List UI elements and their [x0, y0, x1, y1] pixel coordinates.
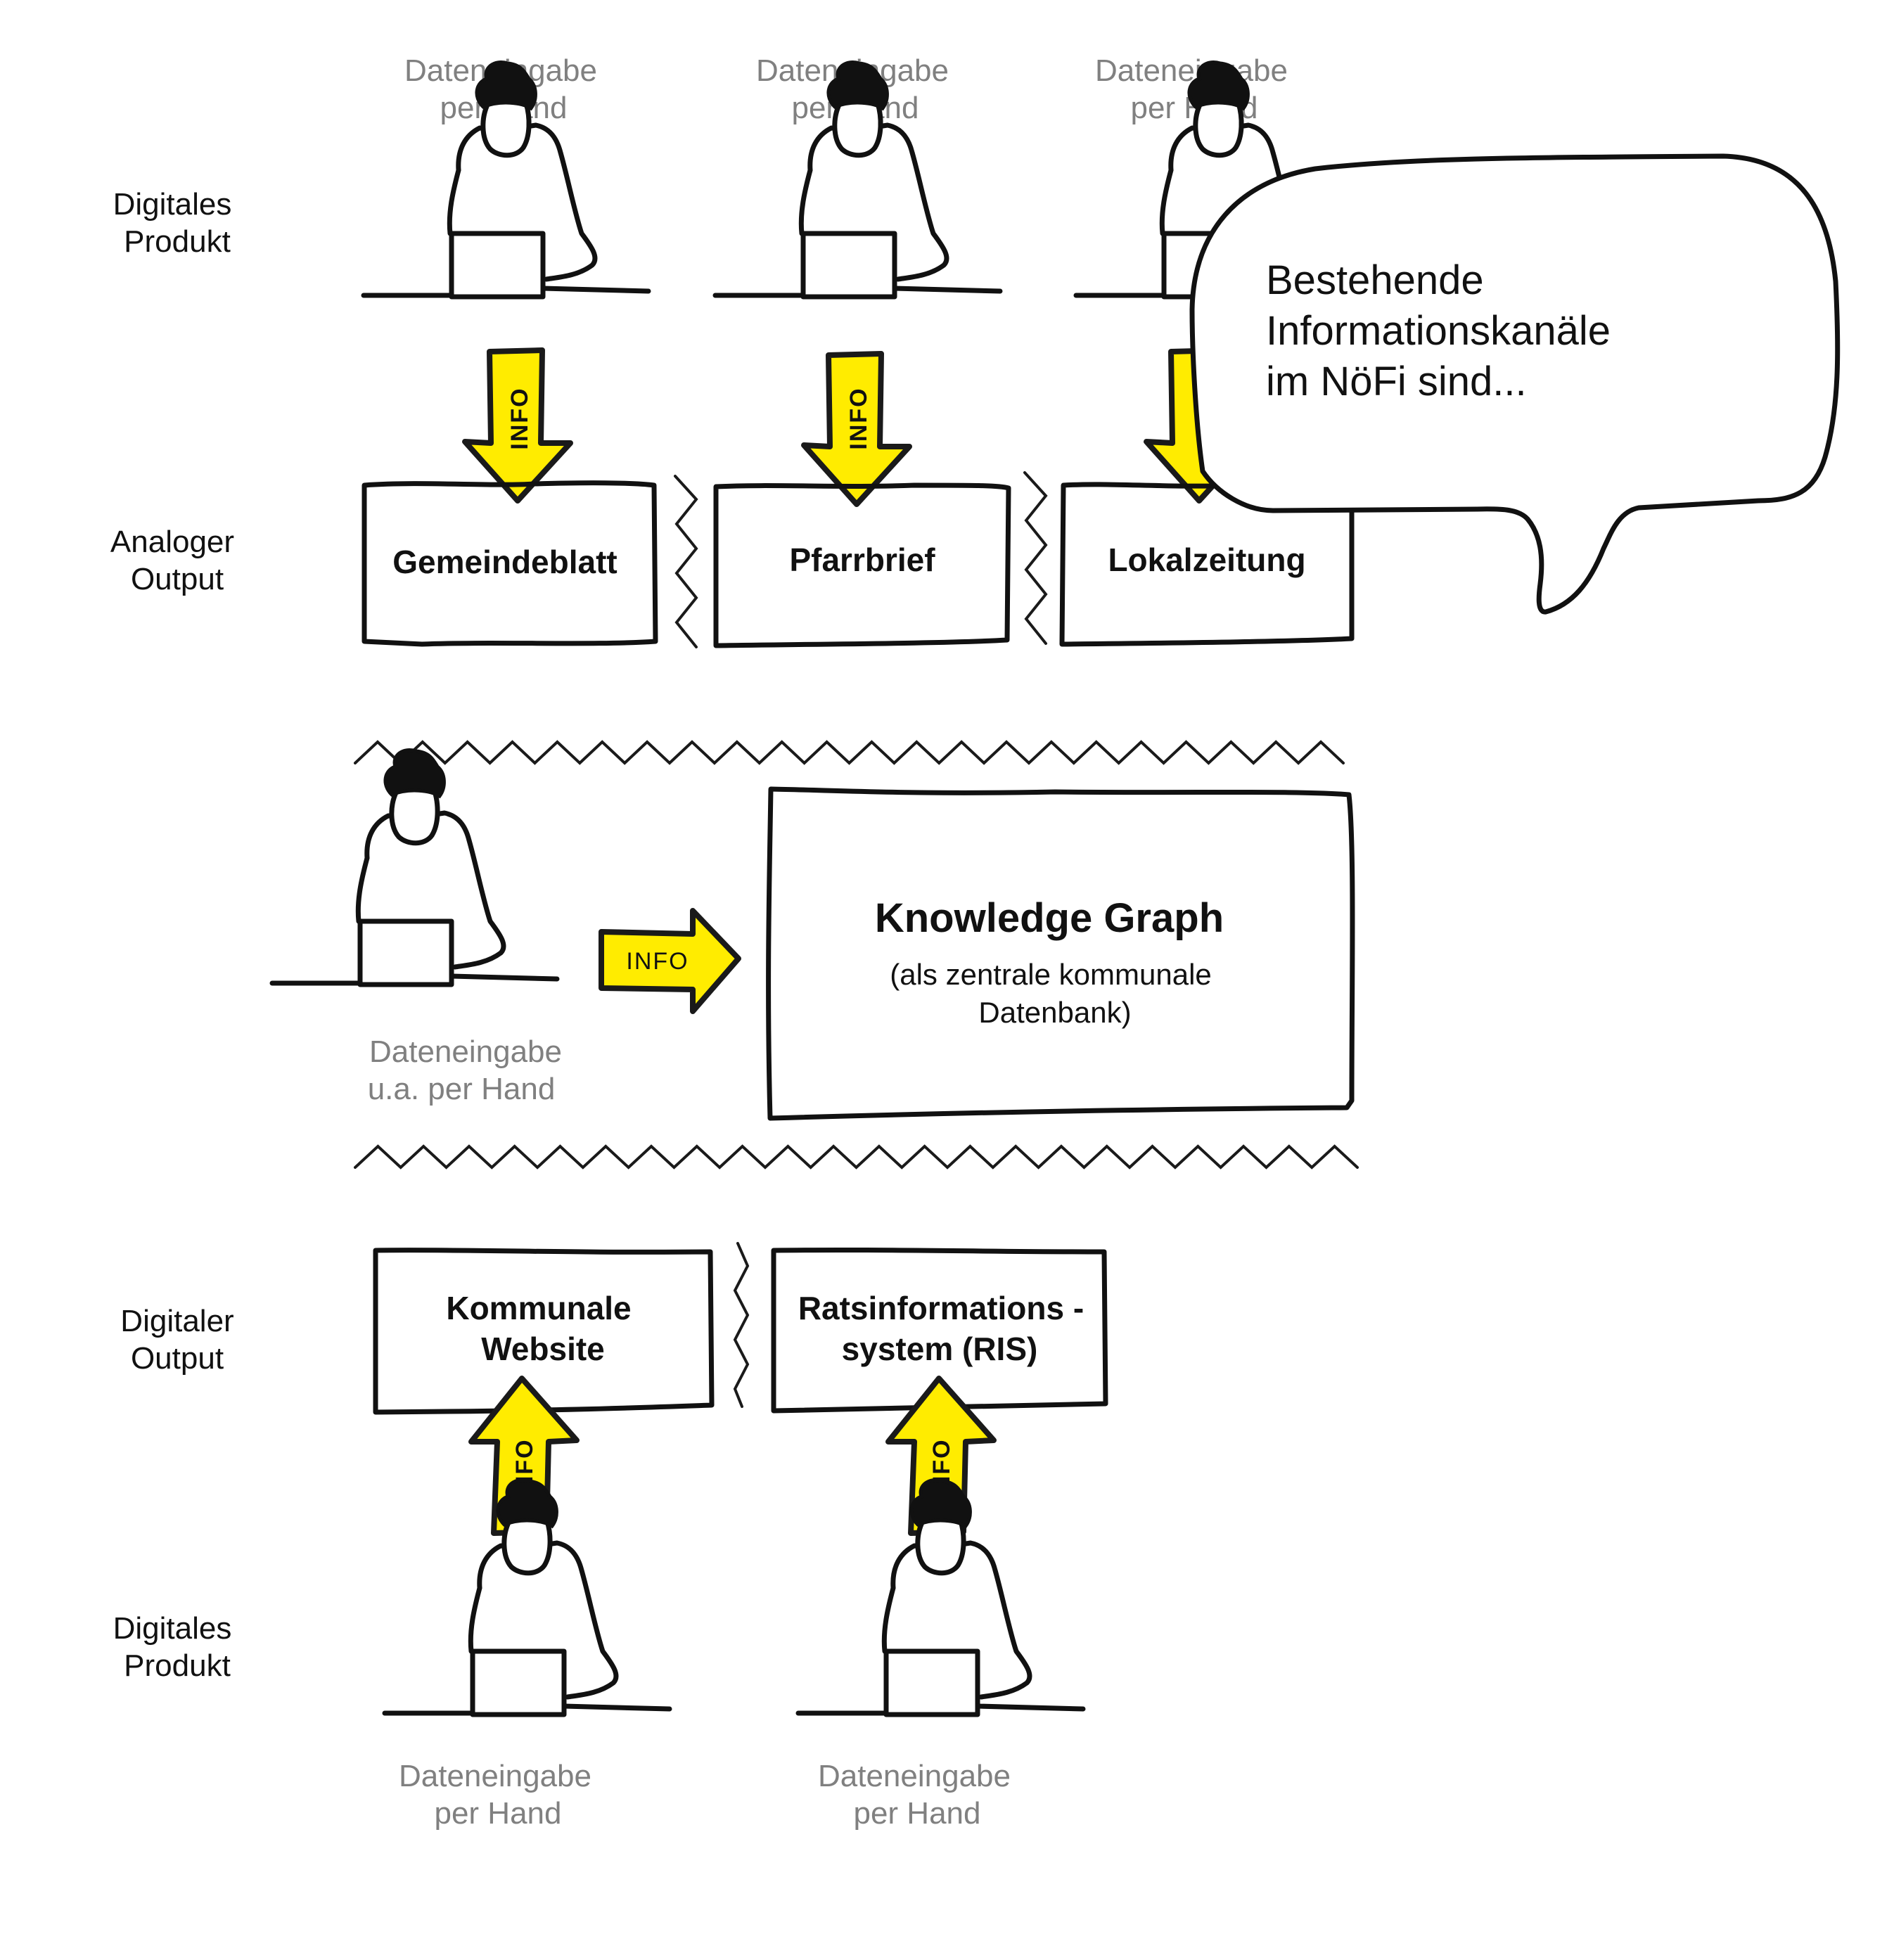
box-outline: [771, 1247, 1108, 1414]
bottom-input-caption-2: Dateneingabe per Hand: [818, 1759, 1011, 1831]
arrow-label: INFO: [626, 948, 689, 975]
arrow-label: INFO: [506, 387, 533, 449]
kg-input-caption: Dateneingabe u.a. per Hand: [368, 1035, 562, 1106]
speech-bubble-line: im NöFi sind...: [1266, 359, 1527, 404]
row-label-line: Output: [131, 1341, 224, 1376]
speech-bubble-outline: [1189, 153, 1841, 615]
box-title-line: Ratsinformations -: [798, 1290, 1084, 1326]
separator-zigzag: [733, 1242, 750, 1408]
analog-output-pfarrbrief: Pfarrbrief: [713, 482, 1011, 648]
bottom-input-caption-1: Dateneingabe per Hand: [399, 1759, 591, 1831]
box-outline: [361, 480, 658, 647]
kg-title: Knowledge Graph: [875, 895, 1224, 941]
caption-line: Dateneingabe: [818, 1759, 1011, 1793]
row-label-line: Produkt: [124, 1648, 231, 1683]
box-outline: [713, 482, 1011, 648]
digital-output-kommunale-website: Kommunale Website: [373, 1248, 715, 1415]
person-at-laptop-icon: [385, 1480, 670, 1715]
speech-bubble-line: Informationskanäle: [1266, 308, 1611, 354]
separator-zigzag-horizontal: [354, 1144, 1359, 1170]
row-label-line: Digitales: [113, 187, 232, 222]
kg-subtitle-line: Datenbank): [978, 996, 1131, 1029]
separator-zigzag: [674, 475, 698, 648]
caption-line: Dateneingabe: [399, 1759, 591, 1793]
box-outline: [766, 786, 1355, 1121]
row-label-line: Output: [131, 562, 224, 596]
info-arrow-right: INFO: [599, 908, 741, 1014]
caption-line: per Hand: [434, 1796, 561, 1831]
caption-line: u.a. per Hand: [368, 1072, 556, 1106]
info-arrow-down-2: INFO: [804, 354, 909, 504]
box-title: Pfarrbrief: [789, 542, 935, 578]
person-at-laptop-icon: [272, 750, 557, 985]
box-title-line: Kommunale: [446, 1290, 631, 1326]
analog-output-gemeindeblatt: Gemeindeblatt: [361, 480, 658, 647]
arrow-right-icon: [599, 908, 741, 1014]
digital-output-ris: Ratsinformations - system (RIS): [771, 1247, 1108, 1414]
row-label-line: Produkt: [124, 224, 231, 259]
box-title: Lokalzeitung: [1108, 542, 1305, 578]
row-label-digital-product-top: Digitales Produkt: [113, 187, 232, 259]
box-title: Gemeindeblatt: [392, 544, 618, 580]
box-title-line: system (RIS): [842, 1331, 1038, 1367]
caption-line: per Hand: [853, 1796, 980, 1831]
arrow-label: INFO: [845, 387, 872, 449]
box-title-line: Website: [481, 1331, 605, 1367]
info-arrow-down-1: INFO: [465, 350, 570, 501]
row-label-analog-output: Analoger Output: [110, 525, 234, 596]
person-at-laptop-icon: [364, 63, 648, 297]
row-label-line: Digitaler: [120, 1304, 233, 1338]
separator-zigzag: [1023, 471, 1048, 645]
speech-bubble-line: Bestehende: [1266, 257, 1484, 303]
row-label-line: Analoger: [110, 525, 234, 559]
person-at-laptop-icon: [715, 63, 1000, 297]
person-at-laptop-icon: [798, 1480, 1083, 1715]
caption-line: Dateneingabe: [369, 1035, 562, 1069]
kg-subtitle-line: (als zentrale kommunale: [890, 958, 1212, 991]
row-label-digital-output: Digitaler Output: [120, 1304, 233, 1376]
speech-bubble: Bestehende Informationskanäle im NöFi si…: [1189, 153, 1841, 615]
knowledge-graph-box: Knowledge Graph (als zentrale kommunale …: [766, 786, 1355, 1121]
row-label-line: Digitales: [113, 1611, 232, 1646]
row-label-digital-product-bottom: Digitales Produkt: [113, 1611, 232, 1683]
separator-zigzag-horizontal: [354, 740, 1345, 765]
